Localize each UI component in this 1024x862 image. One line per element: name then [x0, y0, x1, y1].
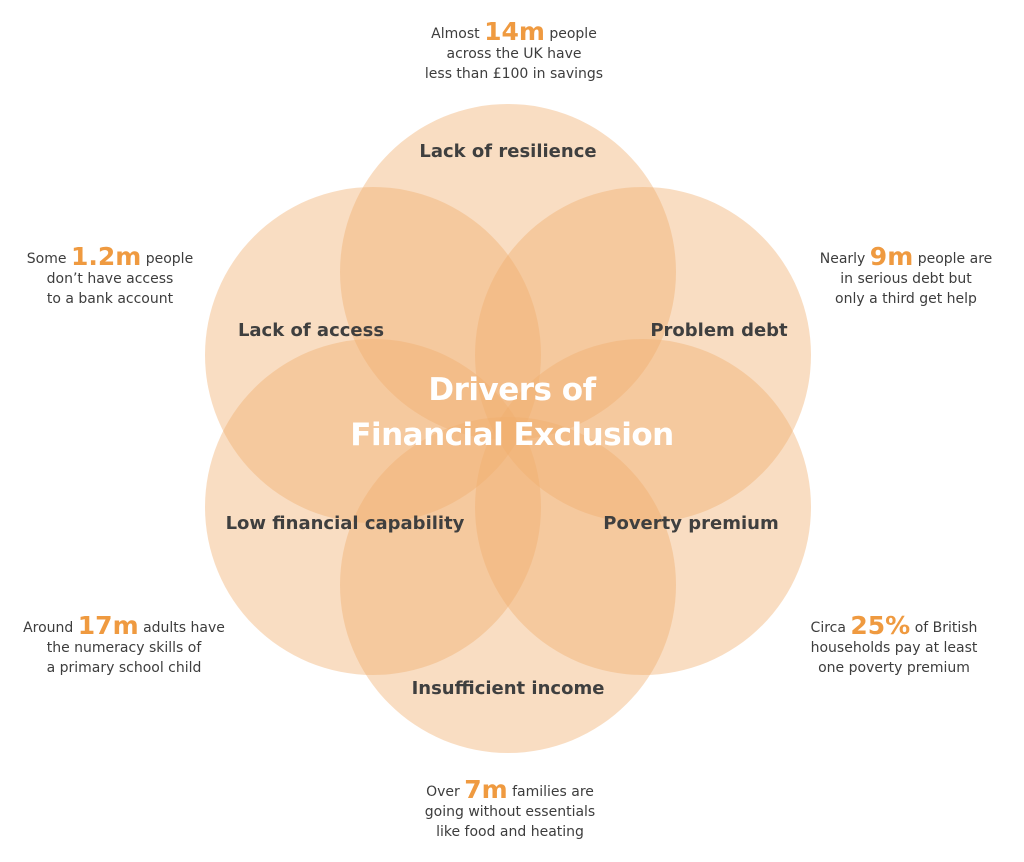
stat-prefix: Some: [26, 251, 67, 267]
stat-value: 9m: [869, 242, 914, 271]
diagram-title-line-2: Financial Exclusion: [350, 417, 674, 453]
stat-low-financial-capability: Around 17m adults have the numeracy skil…: [0, 613, 254, 678]
petal-label-lack-of-resilience: Lack of resilience: [419, 141, 597, 162]
petal-circle-insufficient-income: [340, 417, 676, 753]
stat-line-2: going without essentials: [424, 804, 596, 820]
stat-suffix: people are: [917, 251, 993, 267]
stat-value: 1.2m: [70, 242, 142, 271]
stat-line-2: households pay at least: [810, 640, 978, 656]
stat-line-2: the numeracy skills of: [46, 640, 202, 656]
stat-prefix: Almost: [431, 26, 480, 42]
petal-label-poverty-premium: Poverty premium: [603, 513, 779, 534]
stat-line-3: like food and heating: [436, 824, 584, 840]
stat-value: 25%: [850, 611, 911, 640]
stat-line-3: only a third get help: [835, 291, 977, 307]
petal-circle-lack-of-resilience: [340, 104, 676, 440]
petal-label-problem-debt: Problem debt: [650, 320, 788, 341]
stat-prefix: Around: [23, 620, 74, 636]
stat-value: 7m: [464, 775, 508, 804]
stat-value: 14m: [484, 17, 545, 46]
stat-line-3: to a bank account: [46, 291, 174, 307]
petal-circle-low-financial-capability: [205, 339, 541, 675]
stat-poverty-premium: Circa 25% of British households pay at l…: [764, 613, 1024, 678]
petal-circle-lack-of-access: [205, 187, 541, 523]
stat-value: 17m: [77, 611, 139, 640]
petal-label-low-financial-capability: Low financial capability: [225, 513, 465, 534]
diagram-title-line-1: Drivers of: [428, 372, 596, 408]
petal-circle-problem-debt: [475, 187, 811, 523]
stat-suffix: adults have: [143, 620, 225, 636]
stat-lack-of-access: Some 1.2m people don’t have access to a …: [0, 244, 240, 309]
stat-prefix: Nearly: [819, 251, 866, 267]
petal-label-insufficient-income: Insufficient income: [411, 678, 605, 699]
stat-suffix: people: [549, 26, 597, 42]
stat-problem-debt: Nearly 9m people are in serious debt but…: [776, 244, 1024, 309]
stat-line-3: less than £100 in savings: [424, 66, 604, 82]
petal-label-lack-of-access: Lack of access: [237, 320, 385, 341]
stat-suffix: of British: [914, 620, 978, 636]
stat-prefix: Over: [426, 784, 460, 800]
stat-lack-of-resilience: Almost 14m people across the UK have les…: [384, 19, 644, 84]
stat-prefix: Circa: [810, 620, 846, 636]
stat-insufficient-income: Over 7m families are going without essen…: [380, 777, 640, 842]
stat-line-3: a primary school child: [46, 660, 202, 676]
petal-circle-poverty-premium: [475, 339, 811, 675]
stat-line-3: one poverty premium: [818, 660, 970, 676]
stat-suffix: people: [145, 251, 194, 267]
stat-line-2: in serious debt but: [840, 271, 972, 287]
stat-line-2: don’t have access: [46, 271, 174, 287]
stat-suffix: families are: [512, 784, 594, 800]
stat-line-2: across the UK have: [446, 46, 582, 62]
